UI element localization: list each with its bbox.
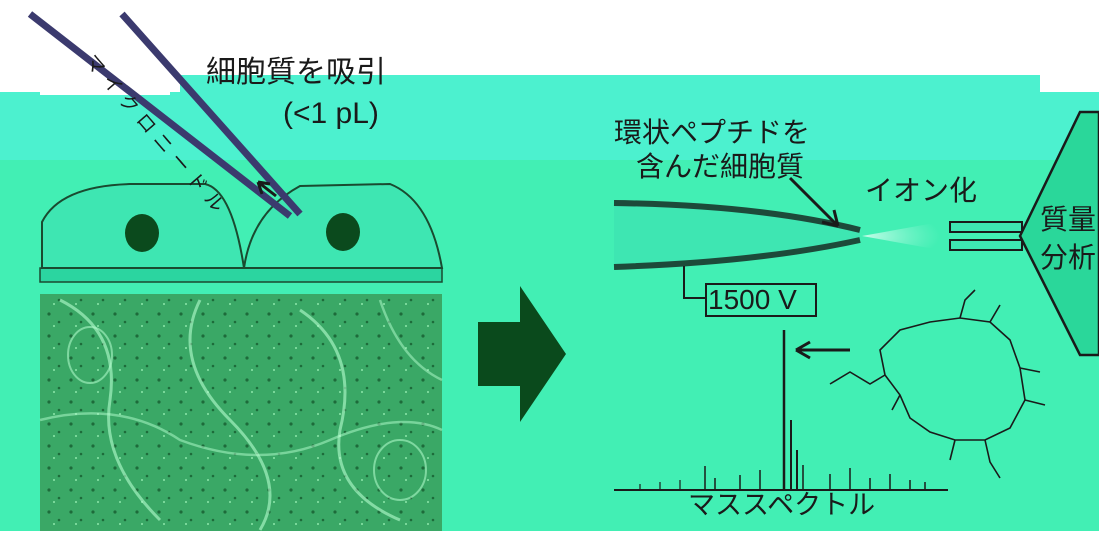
cell-illustration (39, 182, 444, 283)
mass-spectrum-label: マススペクトル (688, 490, 876, 521)
suction-arrow-icon (256, 180, 277, 198)
esi-emitter (613, 176, 940, 317)
aspirate-label: 細胞質を吸引 (206, 55, 386, 90)
spray-plume (862, 222, 940, 250)
peak-pointer-icon (795, 340, 850, 360)
cyclic-peptide-label-line1: 環状ペプチドを (614, 116, 811, 149)
ionization-label: イオン化 (865, 174, 978, 207)
mass-analysis-label-line2: 分析 (1040, 241, 1097, 274)
cytoplasm-pointer-icon (788, 176, 840, 228)
nucleus-right (326, 213, 360, 251)
volume-label: (<1 pL) (283, 97, 379, 130)
cyclic-peptide-structure (829, 289, 1046, 479)
micro-needle (27, 11, 303, 219)
mass-analyzer (949, 110, 1099, 357)
cell-micrograph (39, 294, 443, 531)
voltage-label: 1500 V (708, 284, 797, 315)
nucleus-left (125, 214, 159, 252)
process-arrow-icon (478, 286, 566, 422)
mass-analysis-label-line1: 質量 (1040, 203, 1097, 236)
voltage-box (705, 283, 817, 317)
cyclic-peptide-label-line2: 含んだ細胞質 (636, 150, 805, 183)
mass-spectrum (614, 330, 948, 491)
